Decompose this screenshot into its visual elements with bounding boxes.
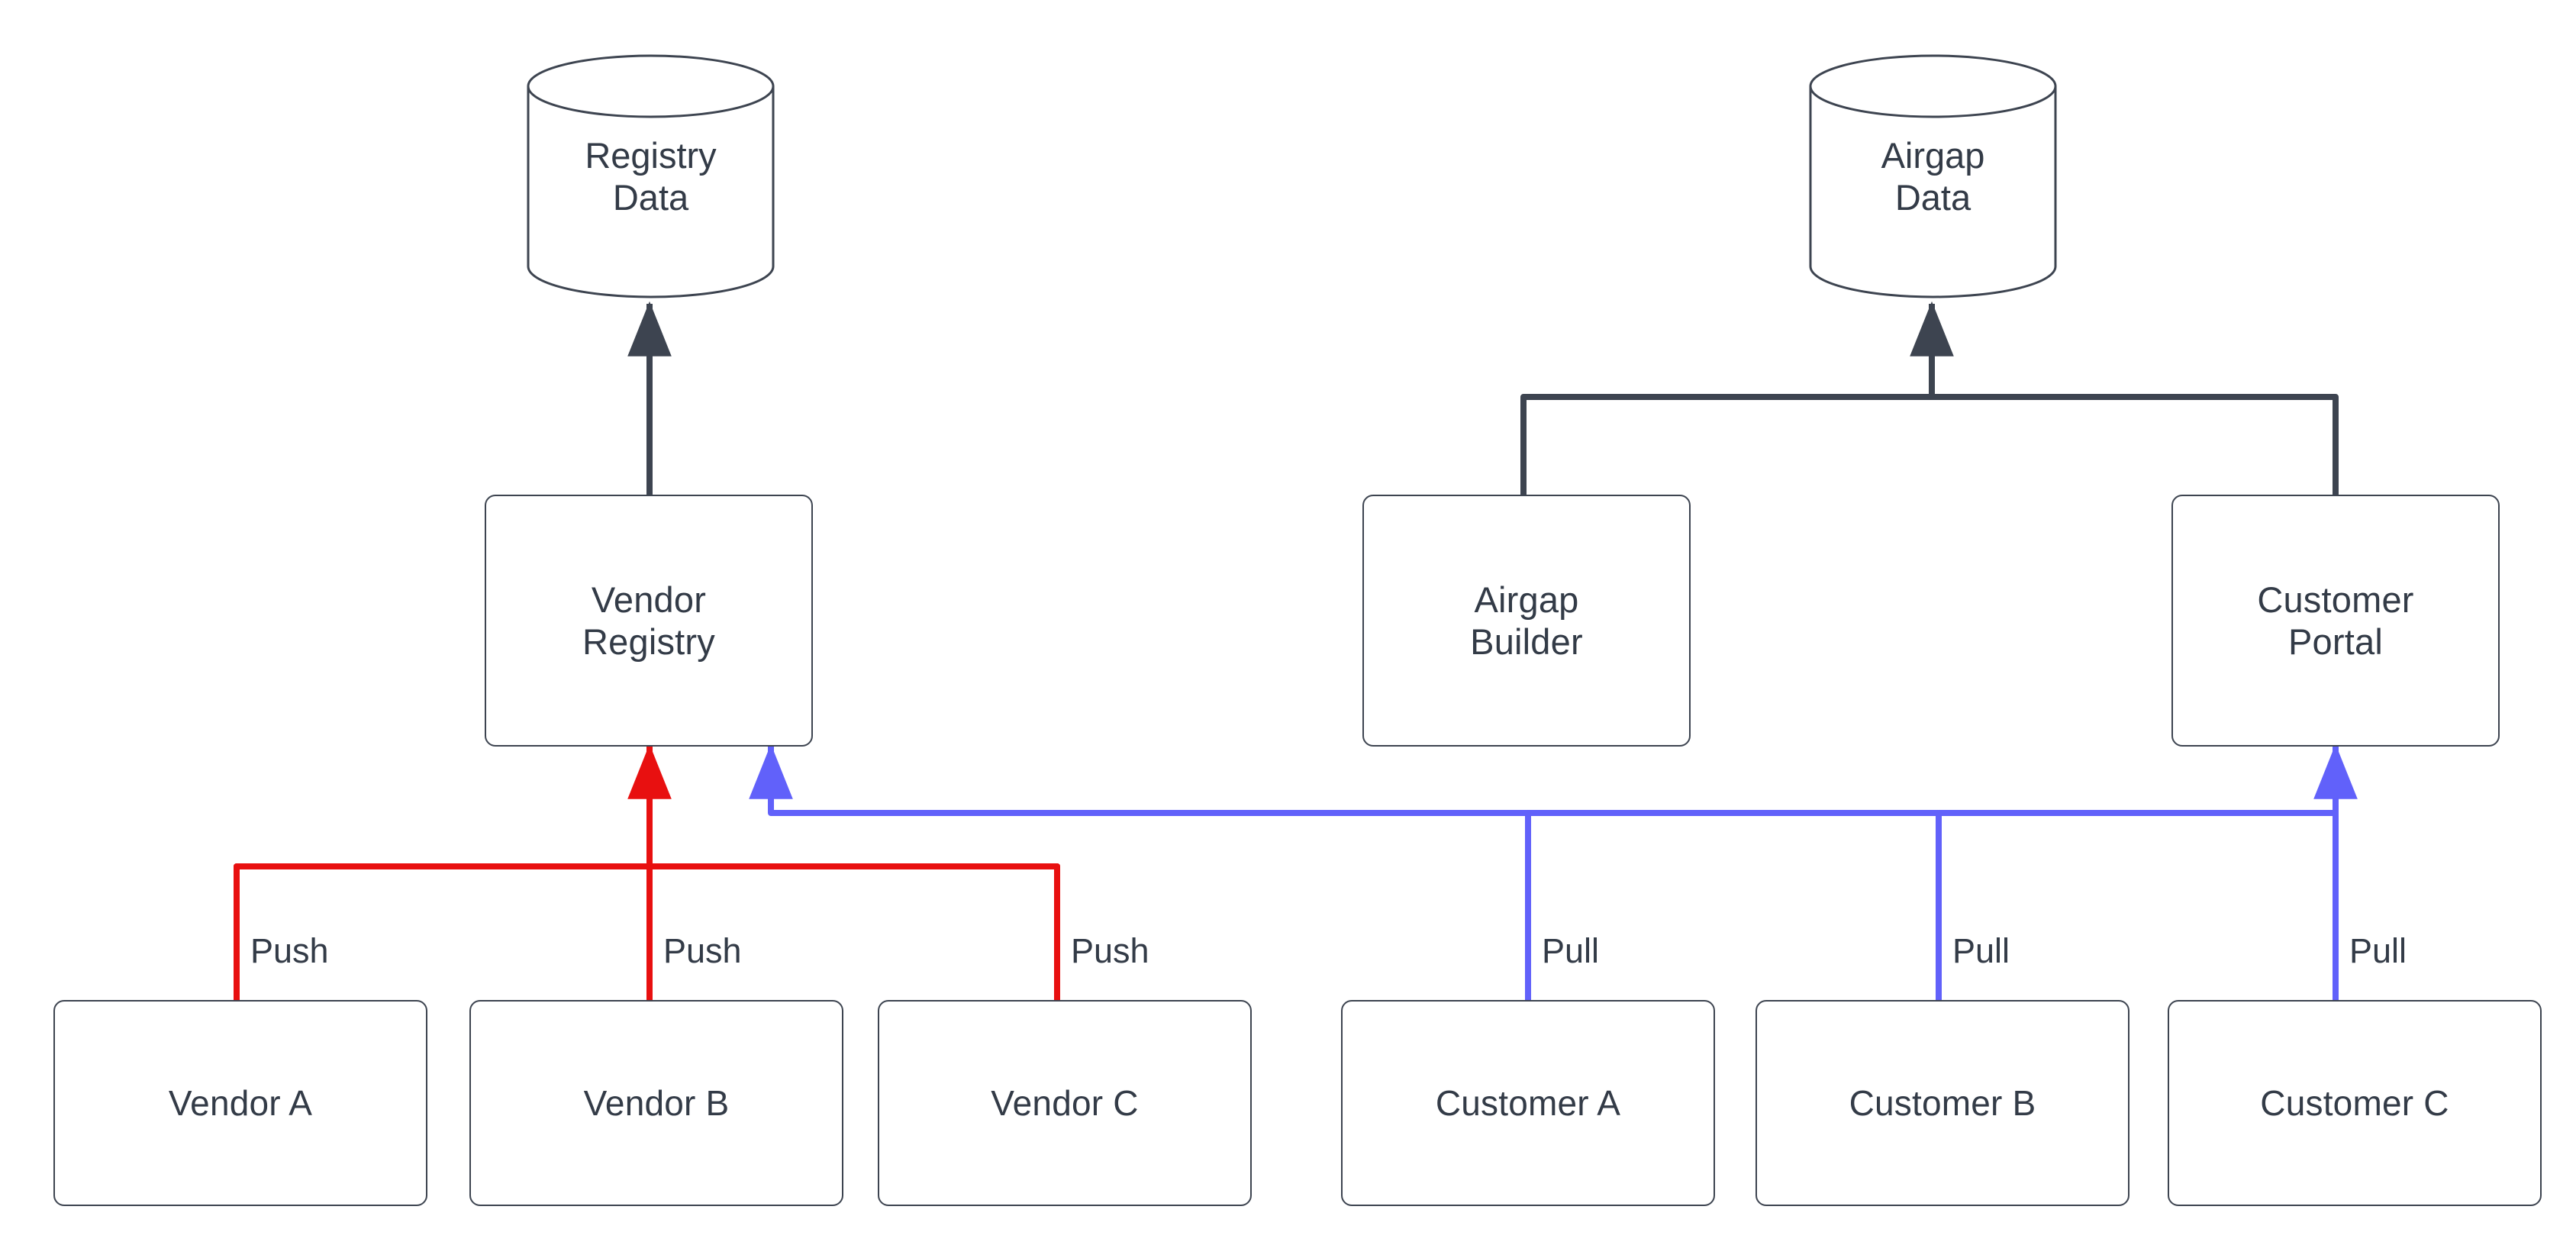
edge-airgap-builder-to-airgap-data bbox=[1520, 394, 1935, 498]
edge-push-bus bbox=[234, 744, 1060, 1003]
edge-label-pull-c: Pull bbox=[2349, 931, 2407, 970]
edge-customer-portal-to-airgap-data bbox=[1929, 394, 2339, 498]
datastore-registry-data[interactable]: Registry Data bbox=[527, 54, 775, 298]
node-airgap-builder[interactable]: Airgap Builder bbox=[1362, 495, 1691, 747]
cylinder-shape bbox=[1809, 54, 2057, 298]
edge-label-pull-a: Pull bbox=[1542, 931, 1600, 970]
node-vendor-c-label: Vendor C bbox=[991, 1082, 1139, 1123]
node-customer-b-label: Customer B bbox=[1849, 1082, 2036, 1123]
datastore-registry-data-label: Registry Data bbox=[585, 134, 717, 218]
node-customer-a-label: Customer A bbox=[1435, 1082, 1621, 1123]
node-vendor-a[interactable]: Vendor A bbox=[53, 1000, 427, 1206]
edge-label-push-b: Push bbox=[663, 931, 742, 970]
cylinder-shape bbox=[527, 54, 775, 298]
edge-label-pull-b: Pull bbox=[1952, 931, 2010, 970]
datastore-airgap-data-label: Airgap Data bbox=[1881, 134, 1985, 218]
datastore-airgap-data[interactable]: Airgap Data bbox=[1809, 54, 2057, 298]
node-customer-a[interactable]: Customer A bbox=[1341, 1000, 1715, 1206]
edge-label-push-a: Push bbox=[250, 931, 329, 970]
node-vendor-registry[interactable]: Vendor Registry bbox=[485, 495, 813, 747]
node-customer-c-label: Customer C bbox=[2260, 1082, 2449, 1123]
node-vendor-c[interactable]: Vendor C bbox=[878, 1000, 1252, 1206]
node-customer-portal-label: Customer Portal bbox=[2257, 579, 2414, 662]
node-vendor-registry-label: Vendor Registry bbox=[582, 579, 715, 662]
node-customer-c[interactable]: Customer C bbox=[2168, 1000, 2542, 1206]
node-vendor-a-label: Vendor A bbox=[168, 1082, 313, 1123]
node-airgap-builder-label: Airgap Builder bbox=[1470, 579, 1583, 662]
edge-pull-bus bbox=[749, 744, 2358, 1003]
edge-label-push-c: Push bbox=[1071, 931, 1149, 970]
node-vendor-b[interactable]: Vendor B bbox=[469, 1000, 843, 1206]
node-customer-portal[interactable]: Customer Portal bbox=[2171, 495, 2500, 747]
node-vendor-b-label: Vendor B bbox=[583, 1082, 730, 1123]
node-customer-b[interactable]: Customer B bbox=[1755, 1000, 2129, 1206]
